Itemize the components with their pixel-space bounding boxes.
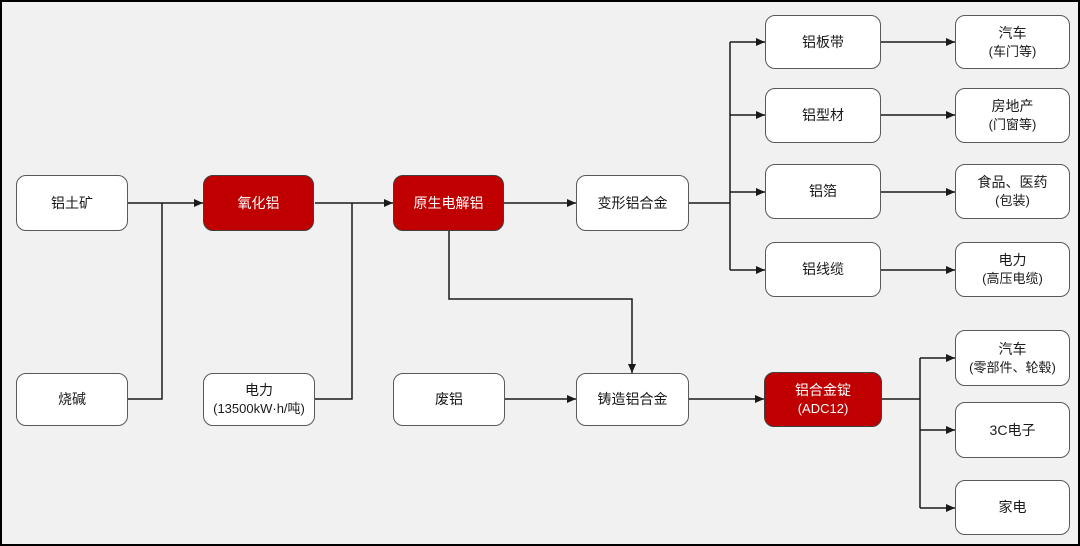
node-label: 铝型材 xyxy=(802,107,844,123)
node-aluminum-profile: 铝型材 xyxy=(765,88,881,143)
node-label: 房地产 xyxy=(991,98,1034,114)
connector-electrolytic-to-cast xyxy=(448,231,636,373)
node-label: 氧化铝 xyxy=(237,194,280,211)
node-label: 铝板带 xyxy=(802,33,844,50)
node-label: 电力 xyxy=(245,382,273,398)
node-label: 3C电子 xyxy=(989,421,1036,438)
node-cast-alloy: 铸造铝合金 xyxy=(576,373,689,426)
node-caustic-soda: 烧碱 xyxy=(16,373,128,426)
node-auto-parts: 汽车 (零部件、轮毂) xyxy=(955,330,1070,386)
node-sublabel: (门窗等) xyxy=(988,117,1037,132)
node-label: 烧碱 xyxy=(58,391,86,407)
node-label: 汽车 xyxy=(998,340,1027,357)
node-power-hv-cable: 电力 (高压电缆) xyxy=(955,242,1070,297)
node-aluminum-sheet: 铝板带 xyxy=(765,15,881,69)
node-label: 铝线缆 xyxy=(802,261,844,277)
node-label: 铝箔 xyxy=(809,183,837,199)
node-aluminum-foil: 铝箔 xyxy=(765,164,881,219)
node-primary-electrolytic-aluminum: 原生电解铝 xyxy=(393,175,504,231)
node-sublabel: (高压电缆) xyxy=(982,271,1043,286)
node-electricity-input: 电力 (13500kW·h/吨) xyxy=(203,373,315,426)
node-electronics-3c: 3C电子 xyxy=(955,402,1070,458)
node-sublabel: (车门等) xyxy=(988,43,1037,59)
node-sublabel: (零部件、轮毂) xyxy=(969,359,1056,375)
node-alloy-ingot: 铝合金锭 (ADC12) xyxy=(764,372,882,427)
node-label: 家电 xyxy=(998,499,1027,515)
node-home-appliance: 家电 xyxy=(955,480,1070,535)
node-sublabel: (13500kW·h/吨) xyxy=(213,401,305,416)
node-food-medicine: 食品、医药 (包装) xyxy=(955,164,1070,219)
connector-caustic-to-junction xyxy=(128,203,163,400)
node-label: 铝土矿 xyxy=(51,194,93,211)
node-auto-doors: 汽车 (车门等) xyxy=(955,15,1070,69)
node-aluminum-cable: 铝线缆 xyxy=(765,242,881,297)
node-label: 电力 xyxy=(998,252,1027,268)
node-label: 铝合金锭 xyxy=(795,382,851,398)
connector-electricity-to-junction xyxy=(315,203,353,400)
node-scrap-aluminum: 废铝 xyxy=(393,373,505,426)
node-label: 食品、医药 xyxy=(977,174,1048,190)
node-alumina: 氧化铝 xyxy=(203,175,314,231)
node-wrought-alloy: 变形铝合金 xyxy=(576,175,689,231)
node-sublabel: (包装) xyxy=(995,193,1030,208)
node-label: 废铝 xyxy=(435,391,463,407)
node-label: 汽车 xyxy=(998,24,1027,41)
node-bauxite: 铝土矿 xyxy=(16,175,128,231)
node-label: 铸造铝合金 xyxy=(597,391,668,407)
node-label: 变形铝合金 xyxy=(597,194,668,211)
node-sublabel: (ADC12) xyxy=(797,401,849,416)
node-real-estate: 房地产 (门窗等) xyxy=(955,88,1070,143)
node-label: 原生电解铝 xyxy=(413,194,484,211)
